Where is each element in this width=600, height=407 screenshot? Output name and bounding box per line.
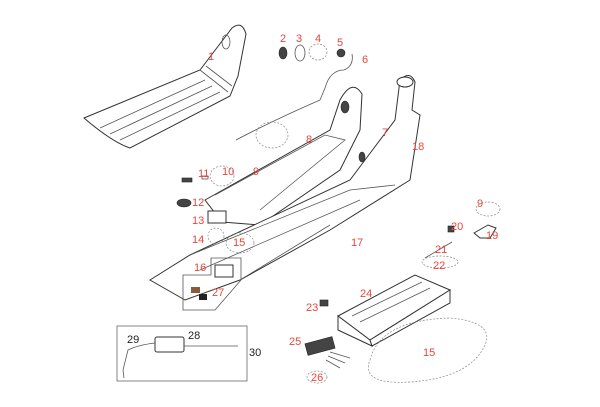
callout-2: 2 xyxy=(280,33,286,45)
callout-12: 12 xyxy=(192,197,204,209)
callout-10: 10 xyxy=(222,166,234,178)
part-16-box xyxy=(182,257,242,311)
controller-cables xyxy=(325,351,351,369)
part-14-screws xyxy=(207,227,225,245)
callout-15b: 15 xyxy=(423,347,435,359)
part-13-housing xyxy=(207,210,227,224)
part-26-screws xyxy=(306,370,328,384)
callout-14: 14 xyxy=(192,234,204,246)
deck-mat xyxy=(83,24,247,149)
part-11-spring xyxy=(181,177,193,183)
part-2-cap xyxy=(278,46,288,60)
callout-19: 19 xyxy=(486,230,498,242)
frame-7 xyxy=(204,86,363,226)
part-16-bracket xyxy=(214,264,234,278)
callout-23: 23 xyxy=(306,302,318,314)
part-5-knob xyxy=(336,48,346,58)
callout-5: 5 xyxy=(337,37,343,49)
callout-13: 13 xyxy=(192,215,204,227)
part-12-switch xyxy=(176,198,192,208)
callout-6: 6 xyxy=(362,54,368,66)
callout-1: 1 xyxy=(208,51,214,63)
part-3-ring xyxy=(294,44,306,62)
callout-11: 11 xyxy=(198,168,209,180)
part-27-brush xyxy=(191,287,200,293)
callout-9a: 9 xyxy=(253,166,259,178)
callout-8: 8 xyxy=(306,134,312,146)
callout-7: 7 xyxy=(382,127,388,139)
callout-16: 16 xyxy=(194,262,206,274)
callout-25: 25 xyxy=(289,336,301,348)
part-21-strip xyxy=(424,241,453,259)
part-15b-screws xyxy=(368,317,487,383)
callout-29: 29 xyxy=(127,334,139,346)
charger-28 xyxy=(154,336,185,353)
callout-15a: 15 xyxy=(233,237,245,249)
part-19-brake-lever xyxy=(473,224,497,239)
part-8-screws xyxy=(255,121,289,149)
callout-28: 28 xyxy=(188,330,200,342)
callout-21: 21 xyxy=(435,244,447,256)
part-23-connector xyxy=(319,299,329,307)
part-4-plate xyxy=(308,43,328,61)
callout-20: 20 xyxy=(451,221,463,233)
controller-25 xyxy=(304,336,336,356)
part-9-screws-a xyxy=(209,165,235,187)
callout-9b: 9 xyxy=(477,198,483,210)
callout-17: 17 xyxy=(351,237,363,249)
callout-27: 27 xyxy=(212,287,224,299)
callout-24: 24 xyxy=(360,288,372,300)
callout-4: 4 xyxy=(315,33,321,45)
charger-box xyxy=(116,325,248,382)
part-22-screws xyxy=(421,255,459,269)
callout-26: 26 xyxy=(311,372,323,384)
charger-cable-29 xyxy=(122,342,238,379)
part-18-grommet xyxy=(358,151,366,163)
part-15a-screws xyxy=(225,232,255,254)
callout-30: 30 xyxy=(249,347,261,359)
callout-3: 3 xyxy=(296,33,302,45)
callout-22: 22 xyxy=(433,260,445,272)
part-27-clip xyxy=(199,294,207,300)
part-20-clamp xyxy=(447,225,455,233)
part-9-screws-b xyxy=(475,201,501,217)
part-10-pad xyxy=(201,175,209,180)
battery-24 xyxy=(337,274,452,347)
callout-18: 18 xyxy=(412,141,424,153)
